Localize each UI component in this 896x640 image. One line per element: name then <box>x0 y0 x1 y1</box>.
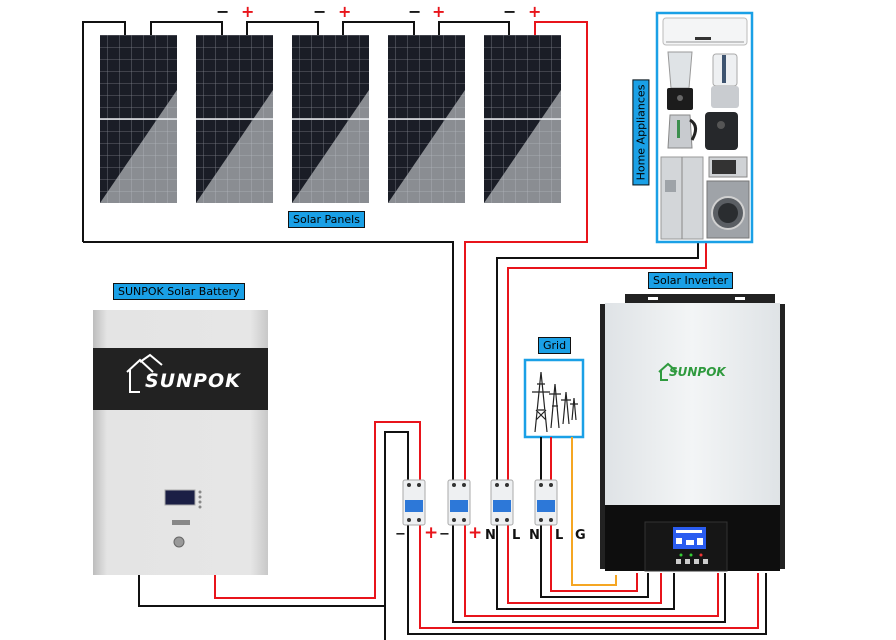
grid-label: Grid <box>538 337 572 354</box>
food-processor-icon <box>711 53 739 108</box>
breaker-bank <box>402 479 558 526</box>
solar-panels-label: Solar Panels <box>288 211 365 228</box>
kettle-icon <box>667 114 697 149</box>
solar-panel-array <box>100 35 561 203</box>
terminal-label: + <box>468 523 483 543</box>
terminal-label: − <box>395 527 406 542</box>
solar-panel <box>388 35 465 203</box>
circuit-breaker[interactable] <box>534 479 558 526</box>
panel-series-wires <box>82 21 588 510</box>
solar-panel <box>196 35 273 203</box>
inverter-logo-icon <box>658 362 678 381</box>
solar-panel <box>292 35 369 203</box>
inverter-button-down[interactable] <box>694 559 699 564</box>
terminal-label: − <box>439 527 450 542</box>
washing-machine-icon <box>706 180 750 239</box>
grid-power <box>523 358 585 439</box>
panel-minus-label: − <box>408 2 422 21</box>
circuit-breaker[interactable] <box>447 479 471 526</box>
panel-minus-label: − <box>216 2 230 21</box>
battery-label: SUNPOK Solar Battery <box>113 283 245 300</box>
panel-plus-label: + <box>528 2 542 21</box>
solar-inverter <box>600 294 785 572</box>
terminal-label: + <box>424 523 439 543</box>
terminal-label: G <box>575 528 586 543</box>
home-appliances-panel <box>655 11 754 244</box>
inverter-wires <box>407 525 767 635</box>
panel-plus-label: + <box>241 2 255 21</box>
solar-panel <box>100 35 177 203</box>
battery-brand-text: SUNPOK <box>145 370 241 392</box>
panel-minus-label: − <box>313 2 327 21</box>
terminal-label: L <box>555 528 564 543</box>
appliance-wires <box>496 242 707 510</box>
grid-wires <box>540 437 617 586</box>
terminal-label: N <box>485 528 496 543</box>
panel-minus-label: − <box>503 2 517 21</box>
battery-display <box>164 489 202 525</box>
inverter-label: Solar Inverter <box>648 272 734 289</box>
refrigerator-icon <box>660 156 704 240</box>
inverter-brand-text: SUNPOK <box>669 365 726 379</box>
power-tower-icon <box>532 371 578 433</box>
air-fryer-icon <box>705 112 738 150</box>
terminal-label: L <box>512 528 521 543</box>
toaster-oven-icon <box>708 156 748 178</box>
battery-power-button[interactable] <box>173 536 185 548</box>
inverter-button-esc[interactable] <box>676 559 681 564</box>
inverter-button-up[interactable] <box>685 559 690 564</box>
panel-plus-label: + <box>432 2 446 21</box>
solar-panel <box>484 35 561 203</box>
air-conditioner-icon <box>662 17 748 46</box>
panel-plus-label: + <box>338 2 352 21</box>
circuit-breaker[interactable] <box>402 479 426 526</box>
circuit-breaker[interactable] <box>490 479 514 526</box>
solar-battery <box>93 310 268 575</box>
inverter-button-enter[interactable] <box>703 559 708 564</box>
battery-logo-icon <box>126 353 163 393</box>
battery-wires <box>138 421 421 640</box>
terminal-label: N <box>529 528 540 543</box>
home-appliances-label: Home Appliances <box>632 79 650 186</box>
blender-icon <box>667 51 693 110</box>
